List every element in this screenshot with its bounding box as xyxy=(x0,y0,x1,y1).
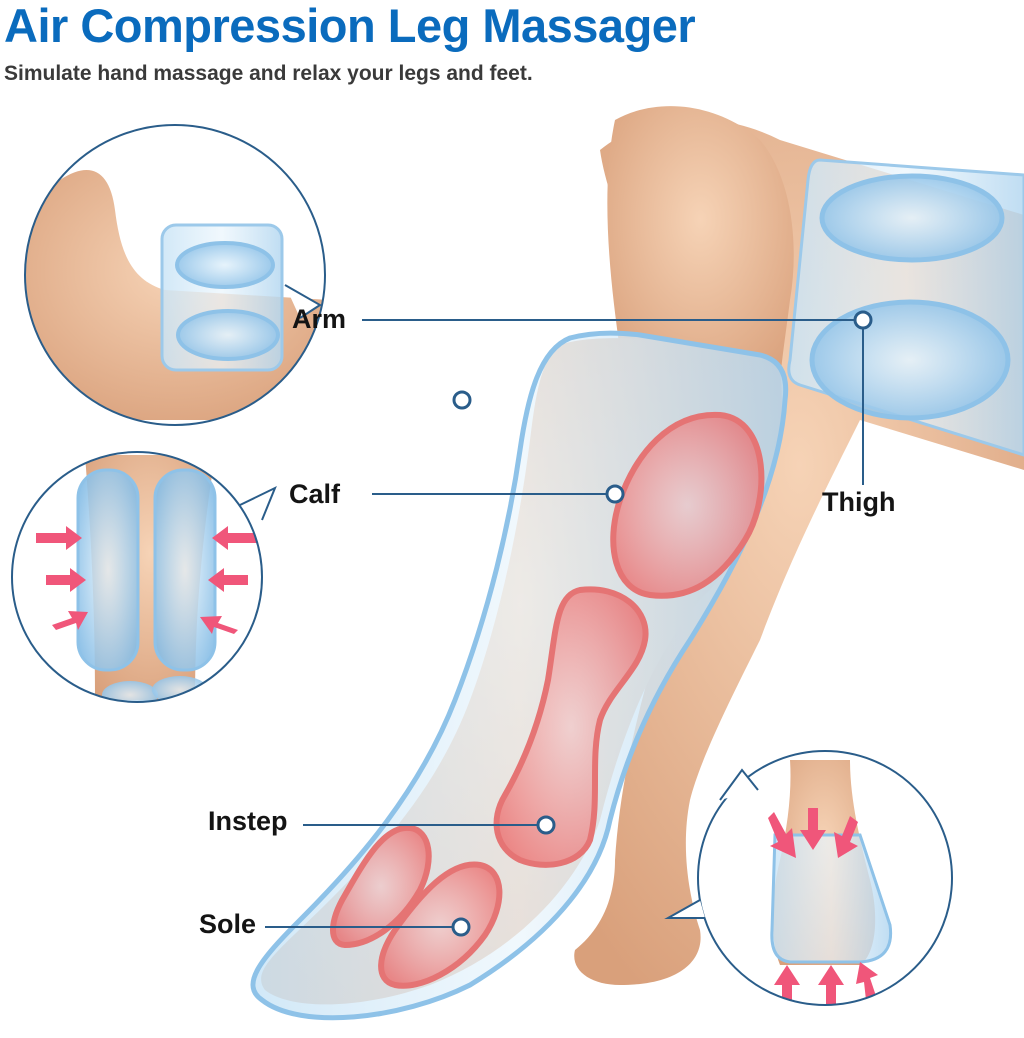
instep-point xyxy=(536,815,556,835)
label-sole: Sole xyxy=(199,909,257,939)
label-calf: Calf xyxy=(289,479,341,509)
callout-points xyxy=(451,310,873,937)
thigh-point xyxy=(853,310,873,330)
label-thigh: Thigh xyxy=(822,487,896,517)
calf-point xyxy=(605,484,625,504)
pressure-arrows xyxy=(36,526,258,634)
foot-inset xyxy=(664,750,953,1006)
foot-pressure-arrows xyxy=(768,808,878,1005)
thigh-sleeve xyxy=(787,158,1024,457)
arm-inset xyxy=(24,124,326,426)
calf-inset xyxy=(11,451,277,703)
callout-lines xyxy=(265,319,864,928)
leg-sleeve xyxy=(250,330,789,1021)
label-arm: Arm xyxy=(292,304,347,334)
page-subtitle: Simulate hand massage and relax your leg… xyxy=(4,62,533,85)
page-title: Air Compression Leg Massager xyxy=(4,0,696,52)
sole-point xyxy=(451,917,471,937)
label-instep: Instep xyxy=(208,806,288,836)
marker-point xyxy=(452,390,472,410)
